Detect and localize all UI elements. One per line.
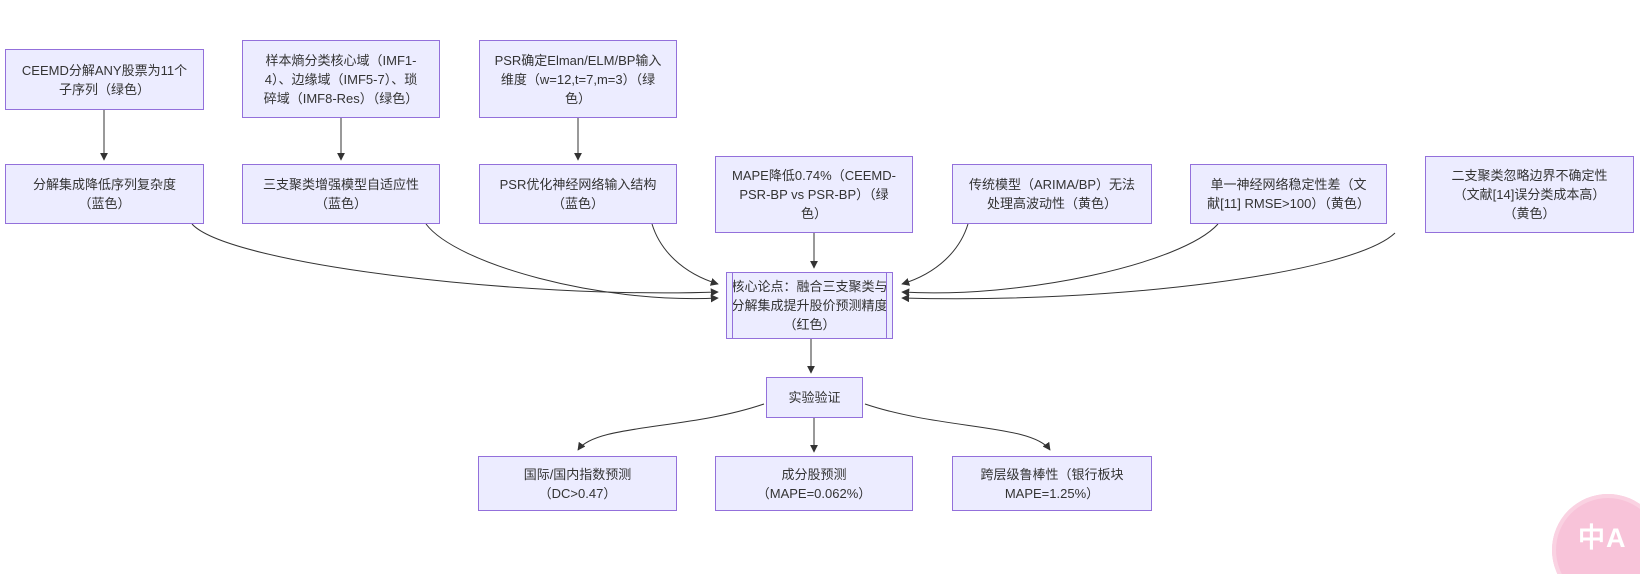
node-two-way-clustering-limitation: 二支聚类忽略边界不确定性 （文献[14]误分类成本高） （黄色） (1425, 156, 1634, 233)
node-cross-level-robustness-label: 跨层级鲁棒性（银行板块 MAPE=1.25%） (980, 466, 1124, 501)
node-sample-entropy-classification: 样本熵分类核心域（IMF1- 4）、边缘域（IMF5-7）、琐 碎域（IMF8-… (242, 40, 440, 118)
node-constituent-stock-prediction-label: 成分股预测 （MAPE=0.062%） (756, 466, 872, 501)
node-three-way-clustering-adaptivity-label: 三支聚类增强模型自适应性 （蓝色） (262, 177, 419, 211)
node-index-prediction-label: 国际/国内指数预测 （DC>0.47） (523, 466, 632, 501)
edge-l-to-m (577, 403, 765, 451)
edge-h-to-k (901, 223, 969, 286)
node-ceemd-decomposition-label: CEEMD分解ANY股票为11个 子序列（绿色） (21, 62, 188, 97)
node-mape-reduction: MAPE降低0.74%（CEEMD- PSR-BP vs PSR-BP）（绿 色… (715, 156, 913, 233)
subroutine-right-line (886, 273, 887, 338)
node-ceemd-decomposition: CEEMD分解ANY股票为11个 子序列（绿色） (5, 49, 204, 110)
node-cross-level-robustness: 跨层级鲁棒性（银行板块 MAPE=1.25%） (952, 456, 1152, 511)
node-three-way-clustering-adaptivity: 三支聚类增强模型自适应性 （蓝色） (242, 164, 440, 224)
node-psr-input-dimension-label: PSR确定Elman/ELM/BP输入 维度（w=12,t=7,m=3）（绿 色… (494, 52, 662, 106)
node-core-thesis: 核心论点：融合三支聚类与 分解集成提升股价预测精度 （红色） (726, 272, 893, 339)
node-sample-entropy-classification-label: 样本熵分类核心域（IMF1- 4）、边缘域（IMF5-7）、琐 碎域（IMF8-… (263, 52, 419, 106)
node-core-thesis-label: 核心论点：融合三支聚类与 分解集成提升股价预测精度 （红色） (731, 279, 888, 332)
node-single-nn-instability-label: 单一神经网络稳定性差（文 献[11] RMSE>100）（黄色） (1207, 177, 1370, 211)
node-psr-input-dimension: PSR确定Elman/ELM/BP输入 维度（w=12,t=7,m=3）（绿 色… (479, 40, 677, 118)
edge-i-to-k (901, 223, 1219, 297)
subroutine-left-line (732, 273, 733, 338)
node-psr-optimizes-input-structure-label: PSR优化神经网络输入结构 （蓝色） (499, 177, 657, 211)
edge-d-to-k (191, 223, 719, 297)
node-index-prediction: 国际/国内指数预测 （DC>0.47） (478, 456, 677, 511)
node-psr-optimizes-input-structure: PSR优化神经网络输入结构 （蓝色） (479, 164, 677, 224)
language-toggle-label: 中A (1578, 523, 1627, 553)
node-single-nn-instability: 单一神经网络稳定性差（文 献[11] RMSE>100）（黄色） (1190, 164, 1387, 224)
node-mape-reduction-label: MAPE降低0.74%（CEEMD- PSR-BP vs PSR-BP）（绿 色… (732, 168, 896, 221)
node-constituent-stock-prediction: 成分股预测 （MAPE=0.062%） (715, 456, 913, 511)
edge-j-to-k (901, 232, 1396, 303)
node-experimental-validation: 实验验证 (766, 377, 863, 418)
edge-f-to-k (651, 223, 719, 286)
edge-e-to-k (425, 223, 719, 303)
language-toggle-button[interactable]: 中A (1552, 494, 1640, 574)
node-decomposition-reduces-complexity: 分解集成降低序列复杂度 （蓝色） (5, 164, 204, 224)
node-traditional-models-limitation-label: 传统模型（ARIMA/BP）无法 处理高波动性（黄色） (968, 177, 1136, 211)
node-two-way-clustering-limitation-label: 二支聚类忽略边界不确定性 （文献[14]误分类成本高） （黄色） (1451, 168, 1608, 221)
edge-l-to-o (864, 403, 1051, 451)
node-traditional-models-limitation: 传统模型（ARIMA/BP）无法 处理高波动性（黄色） (952, 164, 1152, 224)
node-decomposition-reduces-complexity-label: 分解集成降低序列复杂度 （蓝色） (32, 177, 176, 211)
node-experimental-validation-label: 实验验证 (788, 390, 841, 405)
